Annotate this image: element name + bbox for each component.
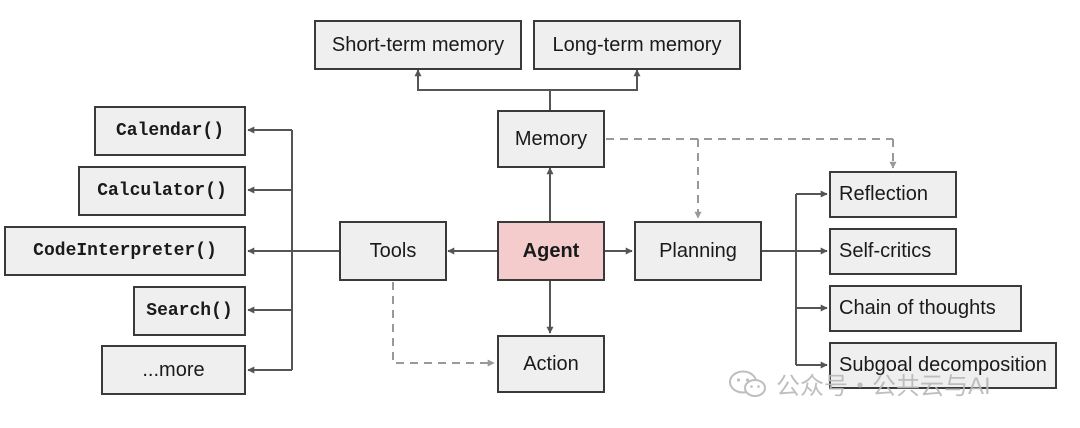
short-term-memory-node: Short-term memory [314, 20, 522, 70]
self-critics-node: Self-critics [829, 228, 957, 275]
calendar-tool-node: Calendar() [94, 106, 246, 156]
edge-memory-short-term [414, 69, 551, 110]
memory-node: Memory [497, 110, 605, 168]
action-node: Action [497, 335, 605, 393]
search-tool-node: Search() [133, 286, 246, 336]
tools-node: Tools [339, 221, 447, 281]
subgoal-decomposition-node: Subgoal decomposition [829, 342, 1057, 389]
edge-tools-dashed-action [392, 282, 495, 367]
chain-of-thoughts-node: Chain of thoughts [829, 285, 1022, 332]
edge-memory-long-term [550, 69, 641, 91]
calculator-tool-node: Calculator() [78, 166, 246, 216]
more-tools-node: ...more [101, 345, 246, 395]
long-term-memory-node: Long-term memory [533, 20, 741, 70]
reflection-node: Reflection [829, 171, 957, 218]
code-interpreter-tool-node: CodeInterpreter() [4, 226, 246, 276]
planning-node: Planning [634, 221, 762, 281]
agent-node: Agent [497, 221, 605, 281]
